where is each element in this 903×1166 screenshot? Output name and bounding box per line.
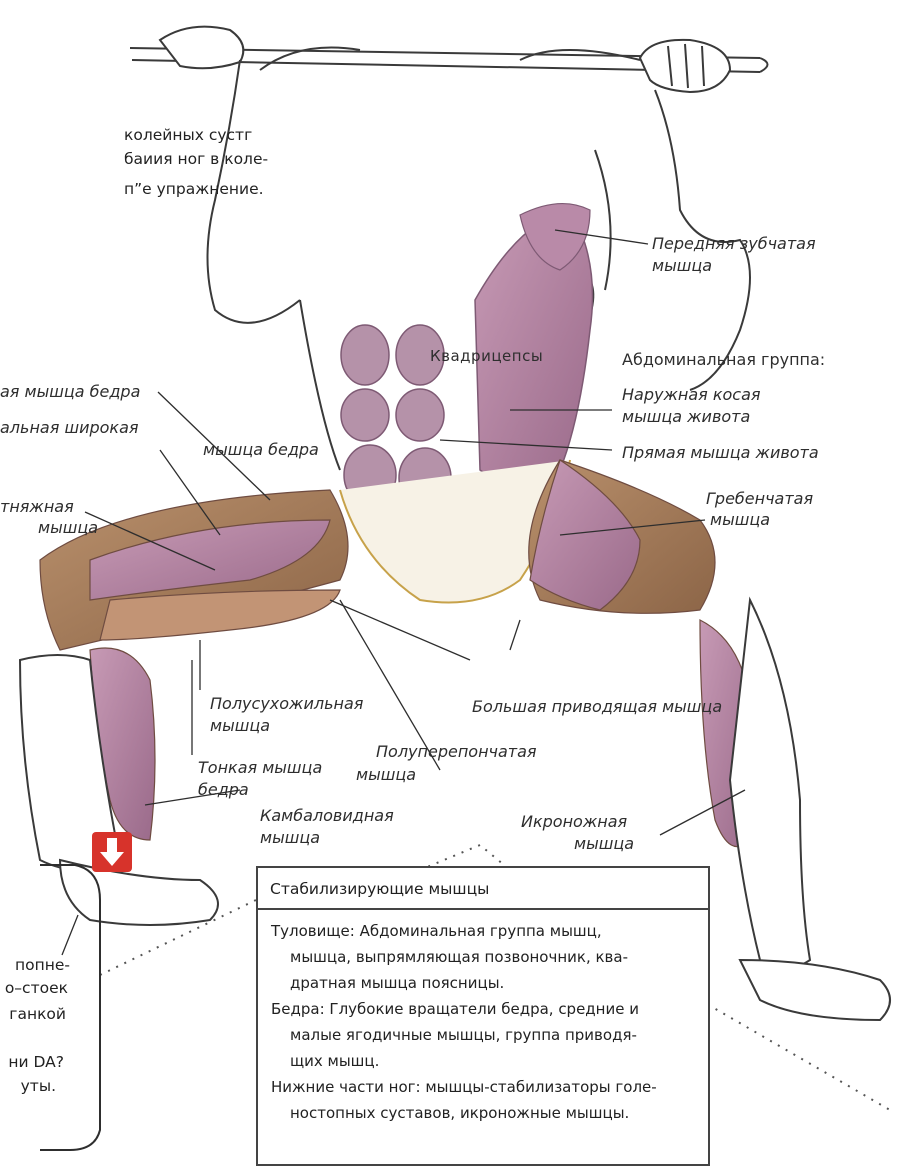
intro-line-3: п”е упражнение. xyxy=(124,175,264,204)
label-oblique-2: мышца живота xyxy=(622,407,750,427)
label-semimembranosus-1: Полуперепончатая xyxy=(376,742,537,762)
label-quadriceps: Квадрицепсы xyxy=(430,346,543,366)
intro-line-2: баиия ног в коле- xyxy=(124,145,268,174)
label-gracilis-2: бедра xyxy=(198,780,249,800)
stabilizers-line: Бедра: Глубокие вращатели бедра, средние… xyxy=(271,1000,639,1018)
stabilizers-line: Туловище: Абдоминальная группа мышц, xyxy=(271,922,602,940)
left-text-line-5: уты. xyxy=(0,1072,56,1101)
label-semimembranosus-2: мышца xyxy=(356,765,416,785)
label-semitendinosus-1: Полусухожильная xyxy=(210,694,363,714)
label-rectus-femoris: ая мышца бедра xyxy=(0,382,140,402)
label-semitendinosus-2: мышца xyxy=(210,716,270,736)
download-button[interactable] xyxy=(92,832,132,872)
label-soleus-1: Камбаловидная xyxy=(260,806,394,826)
label-gracilis-1: Тонкая мышца xyxy=(198,758,322,778)
stabilizers-line: дратная мышца поясницы. xyxy=(290,974,504,992)
right-thigh-muscles xyxy=(529,460,715,613)
label-adductor-magnus: Большая приводящая мышца xyxy=(472,697,722,717)
label-serratus-1: Передняя зубчатая xyxy=(652,234,816,254)
label-sartorius-1: тняжная xyxy=(0,497,74,517)
stabilizers-line: щих мышц. xyxy=(290,1052,379,1070)
label-pectineus-1: Гребенчатая xyxy=(706,489,813,509)
label-soleus-2: мышца xyxy=(260,828,320,848)
hands xyxy=(160,27,730,92)
label-rectus-abdominis: Прямая мышца живота xyxy=(622,443,819,463)
label-gastrocnemius-2: мышца xyxy=(574,834,634,854)
label-vastus-2: мышца бедра xyxy=(203,440,319,460)
label-oblique-1: Наружная косая xyxy=(622,385,761,405)
label-pectineus-2: мышца xyxy=(710,510,770,530)
stabilizers-line: Нижние части ног: мышцы-стабилизаторы го… xyxy=(271,1078,657,1096)
left-thigh-muscles xyxy=(40,490,348,650)
stabilizers-title: Стабилизирующие мышцы xyxy=(258,868,708,910)
label-abdominal-group: Абдоминальная группа: xyxy=(622,350,825,370)
left-text-line-3: ганкой xyxy=(0,1000,66,1029)
left-calf xyxy=(20,648,155,870)
right-calf xyxy=(700,600,810,970)
label-gastrocnemius-1: Икроножная xyxy=(521,812,627,832)
stabilizers-box: Стабилизирующие мышцы Туловище: Абдомина… xyxy=(256,866,710,1166)
stabilizers-line: мышца, выпрямляющая позвоночник, ква- xyxy=(290,948,628,966)
download-arrow-icon xyxy=(92,832,132,872)
label-serratus-2: мышца xyxy=(652,256,712,276)
stabilizers-line: малые ягодичные мышцы, группа приводя- xyxy=(290,1026,637,1044)
stabilizers-line: ностопных суставов, икроножные мышцы. xyxy=(290,1104,629,1122)
label-sartorius-2: мышца xyxy=(38,518,98,538)
left-text-line-2: о–стоек xyxy=(0,974,68,1003)
label-vastus-1: альная широкая xyxy=(0,418,139,438)
